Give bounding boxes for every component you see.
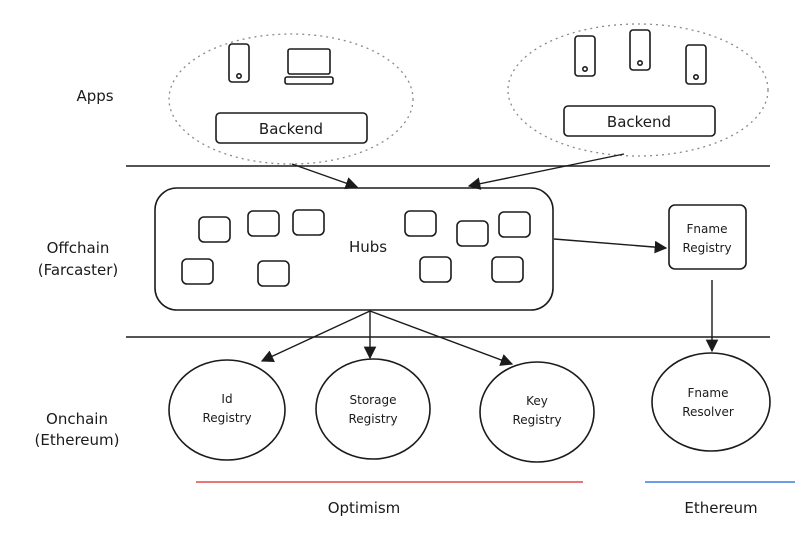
backend-box-2 [563, 105, 716, 137]
hub-node [247, 210, 280, 237]
arrow-hubs-to-id-registry [260, 310, 371, 362]
layer-label-onchain: Onchain [46, 410, 108, 428]
fname-resolver-label-line2: Resolver [682, 405, 734, 419]
app-group-1: Backend [168, 33, 414, 165]
app-group-1-boundary [168, 33, 414, 165]
arrow-backend2-to-hubs [467, 153, 625, 190]
fname-resolver-circle [651, 352, 771, 452]
phone-device-icon [629, 29, 651, 71]
layer-label-offchain: Offchain [47, 239, 110, 257]
fname-resolver-label-line1: Fname [688, 386, 729, 400]
laptop-device-icon [284, 48, 334, 85]
backend-label-1: Backend [259, 120, 323, 138]
arrow-hubs-to-fname-registry [553, 238, 668, 254]
fname-registry: Fname Registry [668, 204, 747, 270]
arrow-backend1-to-hubs [291, 163, 359, 190]
hub-node [419, 256, 452, 283]
storage-registry-label-line2: Registry [348, 412, 397, 426]
hub-node [181, 258, 214, 285]
layer-label-onchain-sub: (Ethereum) [35, 431, 120, 449]
key-registry-label-line2: Registry [512, 413, 561, 427]
id-registry-circle [168, 359, 286, 461]
hub-node [456, 220, 489, 247]
fname-resolver: Fname Resolver [651, 352, 771, 452]
hub-node [292, 209, 325, 236]
phone-device-icon [685, 44, 707, 85]
layer-label-apps: Apps [76, 87, 113, 105]
app-group-2: Backend [507, 23, 769, 157]
key-registry-circle [479, 361, 595, 463]
arrow-hubs-to-key-registry [369, 310, 514, 366]
network-label-optimism: Optimism [328, 499, 401, 517]
hub-node [257, 260, 290, 287]
hub-node [498, 211, 531, 238]
storage-registry-circle [315, 358, 431, 460]
layer-label-offchain-sub: (Farcaster) [38, 261, 119, 279]
hubs-box [154, 187, 554, 311]
fname-registry-label-line2: Registry [682, 241, 731, 255]
backend-box-1 [215, 112, 368, 144]
id-registry-label-line2: Registry [202, 411, 251, 425]
hubs-label: Hubs [349, 238, 387, 256]
backend-label-2: Backend [607, 113, 671, 131]
hubs-container: Hubs [154, 187, 554, 311]
phone-device-icon [574, 35, 596, 77]
phone-device-icon [228, 43, 250, 83]
id-registry: Id Registry [168, 359, 286, 461]
fname-registry-label-line1: Fname [687, 222, 728, 236]
hub-node [491, 256, 524, 283]
network-label-ethereum: Ethereum [684, 499, 757, 517]
app-group-2-boundary [507, 23, 769, 157]
hub-node [404, 210, 437, 237]
id-registry-label-line1: Id [221, 392, 232, 406]
key-registry-label-line1: Key [526, 394, 548, 408]
key-registry: Key Registry [479, 361, 595, 463]
storage-registry: Storage Registry [315, 358, 431, 460]
hub-node [198, 216, 231, 243]
storage-registry-label-line1: Storage [350, 393, 397, 407]
fname-registry-box [668, 204, 747, 270]
